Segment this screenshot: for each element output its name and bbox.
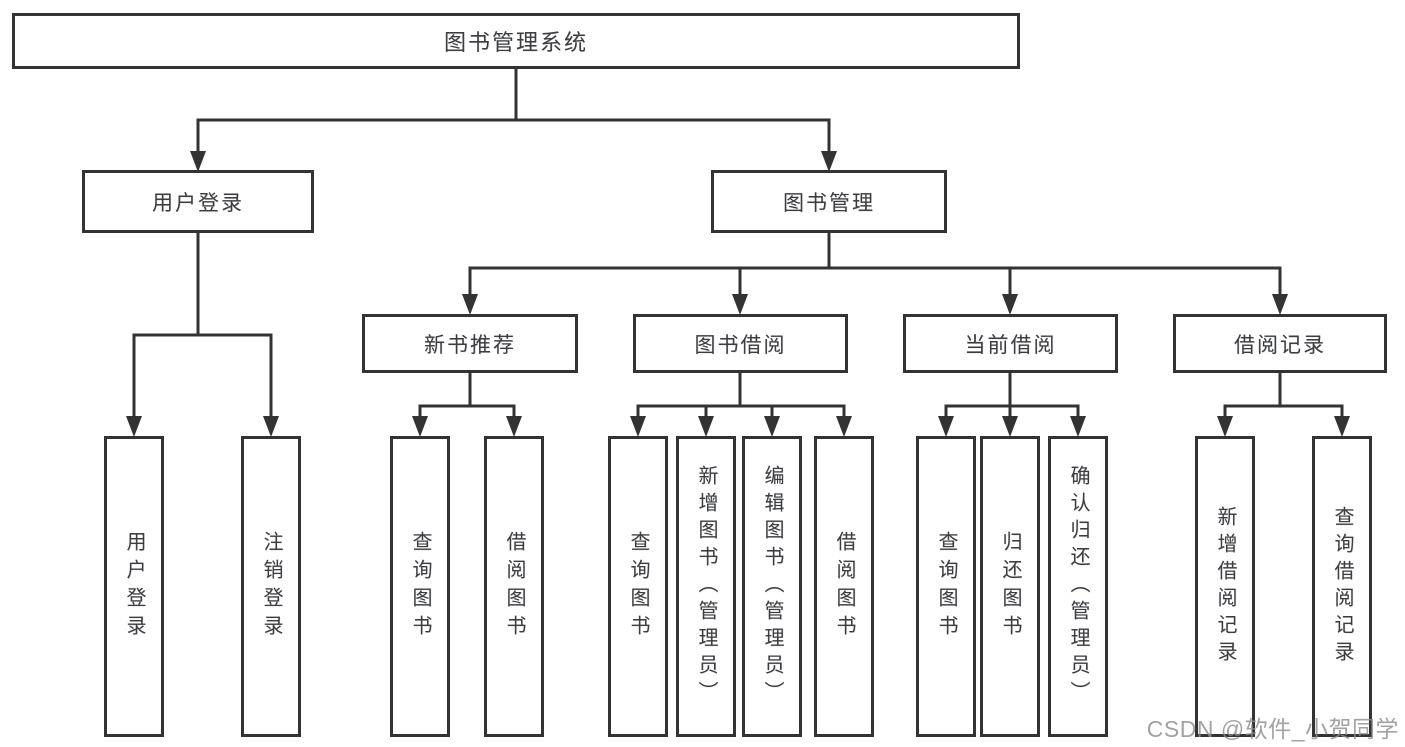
watermark: CSDN @软件_小贺同学 xyxy=(1146,716,1399,742)
leaf-query-books-current: 查询图书 xyxy=(916,436,976,737)
node-current-borrow: 当前借阅 xyxy=(903,314,1118,373)
node-book-borrow: 图书借阅 xyxy=(633,314,848,373)
node-borrow-records: 借阅记录 xyxy=(1173,314,1387,373)
node-root: 图书管理系统 xyxy=(12,13,1020,69)
leaf-borrow-books-recommend: 借阅图书 xyxy=(484,436,544,737)
leaf-borrow-books: 借阅图书 xyxy=(814,436,874,737)
leaf-add-book-admin: 新增图书（管理员） xyxy=(676,436,736,737)
leaf-return-book: 归还图书 xyxy=(980,436,1040,737)
node-book-management: 图书管理 xyxy=(711,170,947,233)
leaf-confirm-return-admin: 确认归还（管理员） xyxy=(1048,436,1108,737)
node-user-login: 用户登录 xyxy=(82,170,314,233)
node-new-book-recommend: 新书推荐 xyxy=(362,314,578,373)
leaf-edit-book-admin: 编辑图书（管理员） xyxy=(742,436,802,737)
leaf-query-books-recommend: 查询图书 xyxy=(390,436,450,737)
leaf-user-login: 用户登录 xyxy=(104,436,164,737)
leaf-add-borrow-record: 新增借阅记录 xyxy=(1195,436,1255,737)
leaf-query-books-borrow: 查询图书 xyxy=(608,436,668,737)
leaf-query-borrow-record: 查询借阅记录 xyxy=(1312,436,1372,737)
leaf-logout: 注销登录 xyxy=(241,436,301,737)
